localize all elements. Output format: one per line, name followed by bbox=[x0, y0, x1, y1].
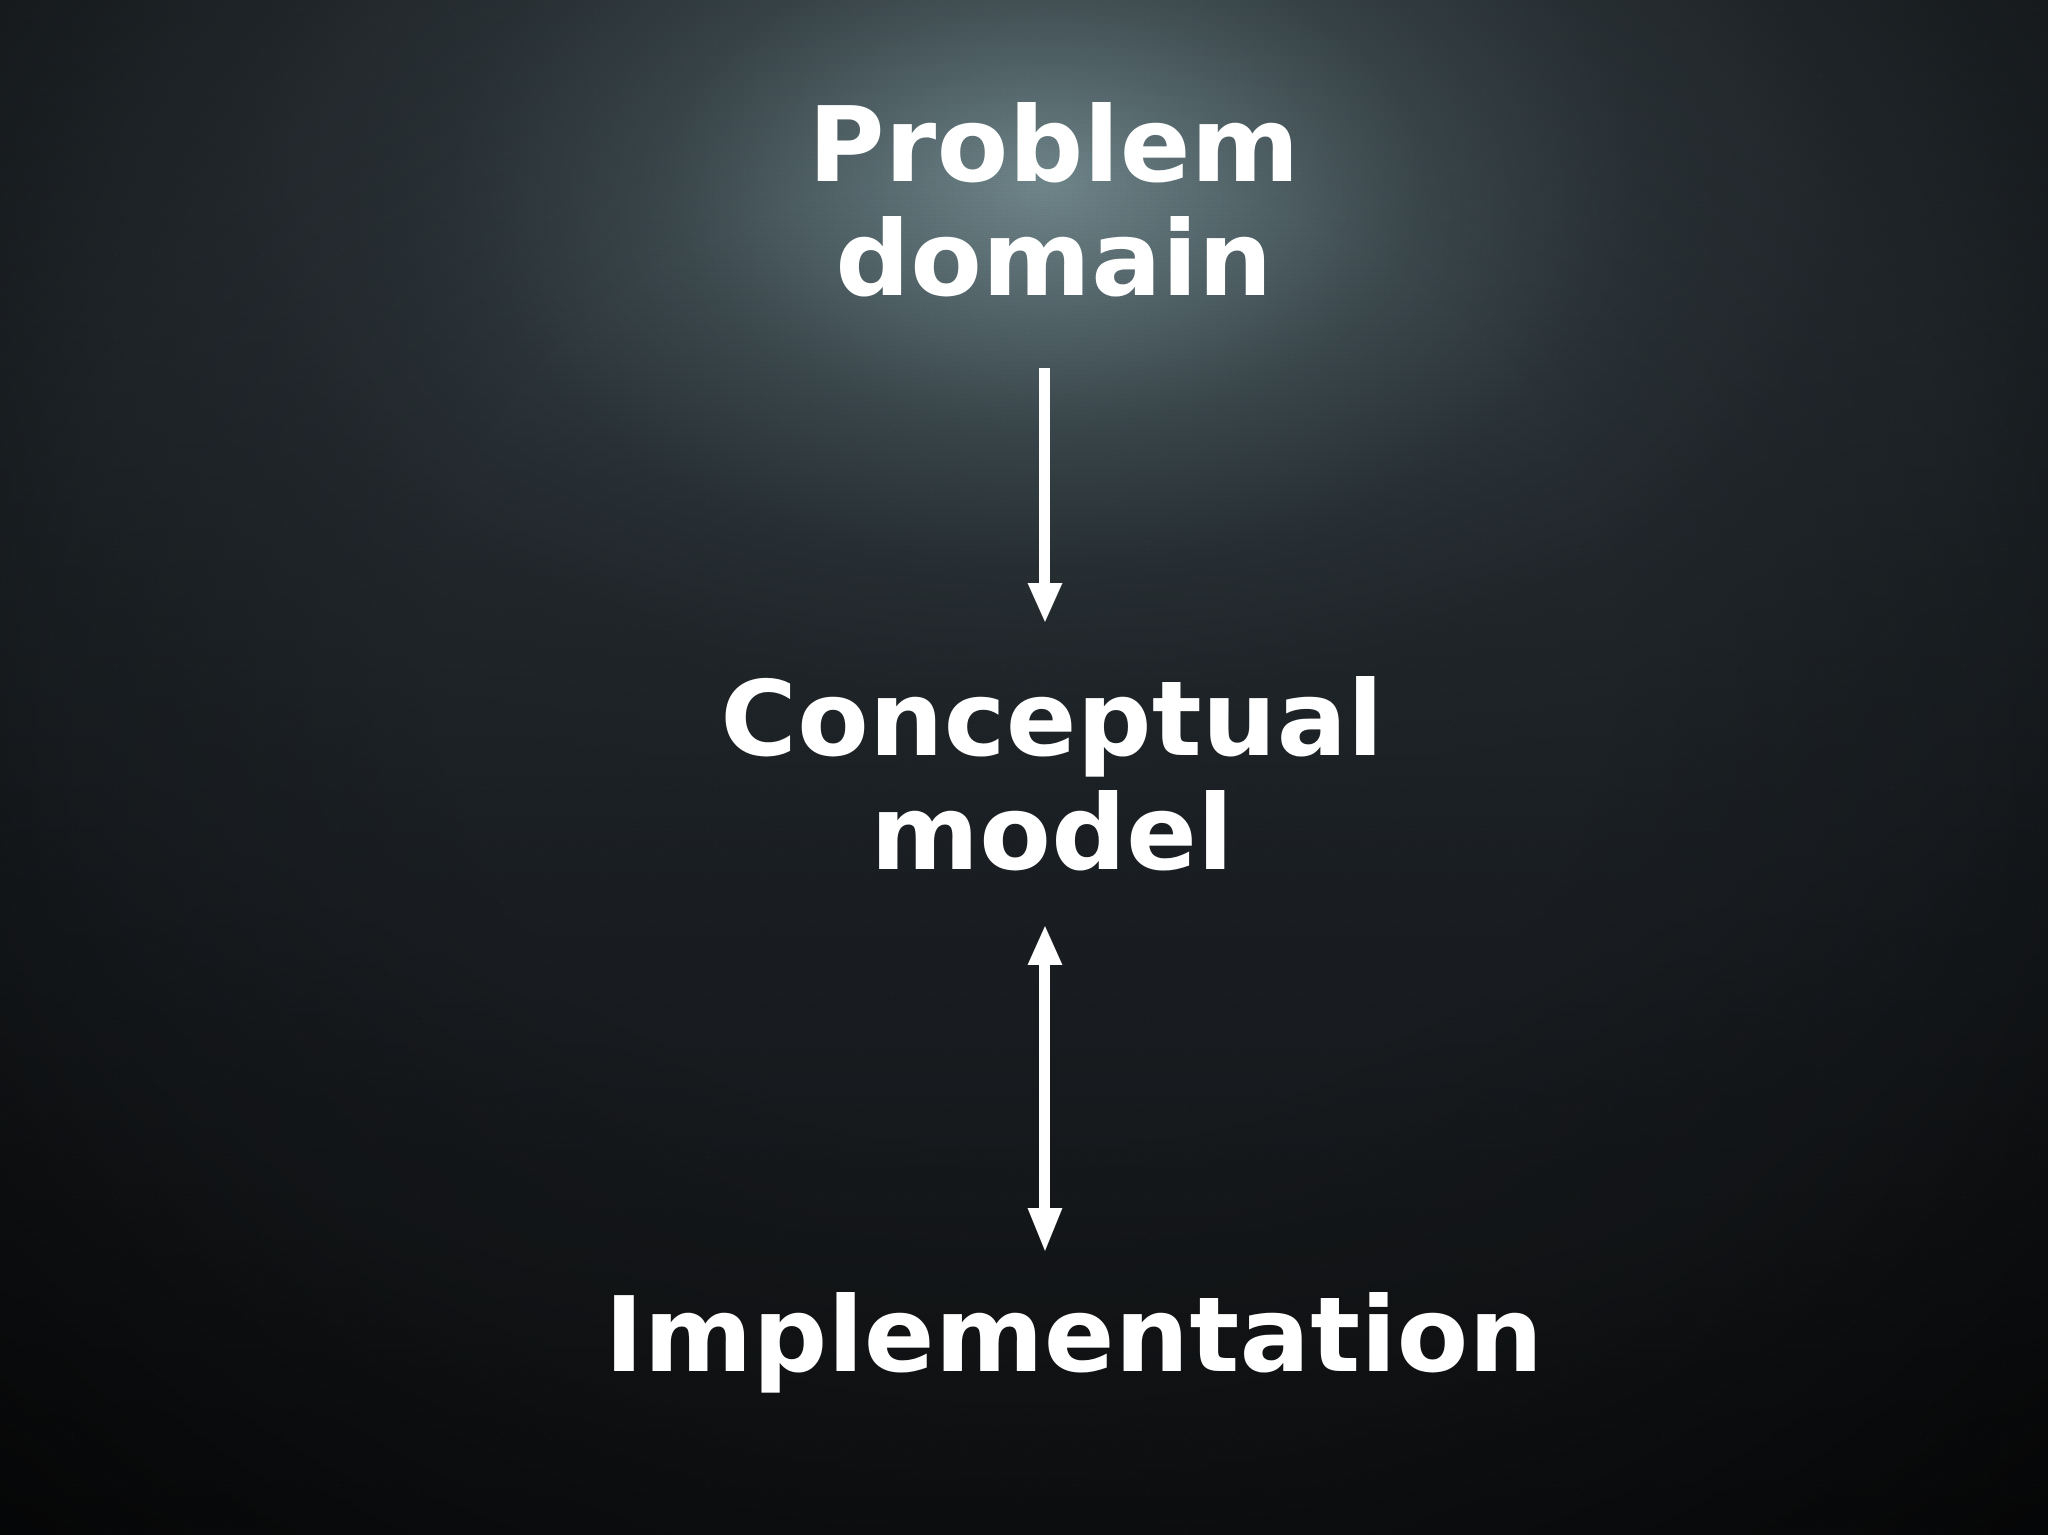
arrow-down-icon bbox=[1027, 368, 1063, 622]
diagram-node-problem-domain: Problem domain bbox=[808, 84, 1300, 321]
arrow-up-down-icon bbox=[1027, 926, 1063, 1251]
diagram-node-implementation: Implementation bbox=[604, 1274, 1544, 1396]
diagram-node-conceptual-model: Conceptual model bbox=[720, 658, 1384, 895]
